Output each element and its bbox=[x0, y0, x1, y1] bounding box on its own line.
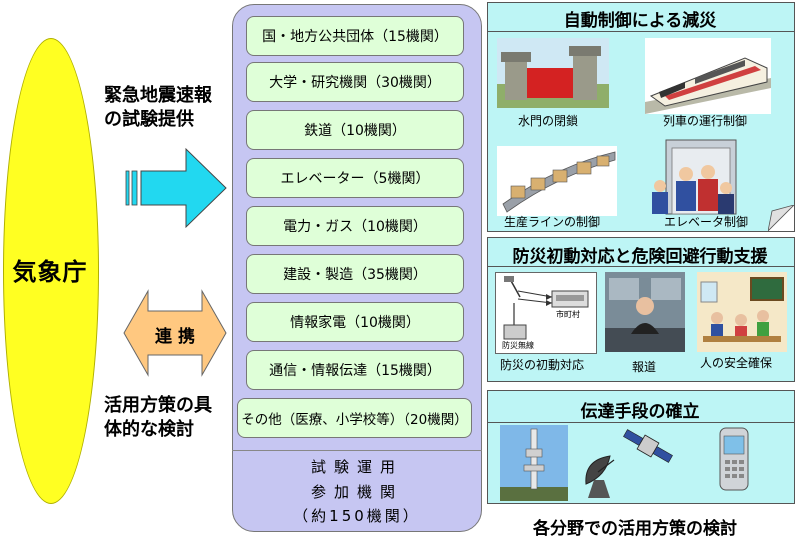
cooperation-label: 連 携 bbox=[155, 327, 195, 347]
org-box-home-appliances: 情報家電（10機関） bbox=[246, 302, 464, 342]
trial-provision-line1: 緊急地震速報 bbox=[104, 85, 212, 106]
caption-floodgate: 水門の閉鎖 bbox=[518, 114, 579, 128]
concrete-study-line1: 活用方策の具 bbox=[104, 395, 212, 416]
section-disaster-response-title: 防災初動対応と危険回避行動支援 bbox=[512, 247, 768, 267]
satellite-icon bbox=[623, 429, 673, 463]
jma-oval bbox=[3, 38, 99, 504]
radio-network-icon bbox=[503, 276, 589, 340]
news-broadcast-image-icon bbox=[605, 272, 685, 352]
org-box-universities: 大学・研究機関（30機関） bbox=[246, 62, 464, 102]
jma-label: 気象庁 bbox=[12, 258, 88, 286]
panel-footer-line1: 試験運用 bbox=[310, 458, 403, 476]
section-disaster-response-rule bbox=[487, 266, 794, 267]
caption-news: 報道 bbox=[632, 360, 657, 374]
bottom-caption: 各分野での活用方策の検討 bbox=[533, 519, 737, 539]
caption-safety: 人の安全確保 bbox=[700, 356, 773, 370]
floodgate-image-icon bbox=[497, 38, 609, 108]
caption-elevator-control: エレベータ制御 bbox=[664, 215, 749, 229]
org-box-power-gas: 電力・ガス（10機関） bbox=[246, 206, 464, 246]
concrete-study-line2: 体的な検討 bbox=[104, 419, 194, 440]
train-image-icon bbox=[645, 38, 771, 114]
radio-label: 防災無線 bbox=[502, 341, 534, 350]
section-auto-control-title: 自動制御による減災 bbox=[563, 11, 717, 31]
production-line-image-icon bbox=[497, 146, 617, 216]
org-box-construction: 建設・製造（35機関） bbox=[246, 254, 464, 294]
caption-production-line: 生産ラインの制御 bbox=[504, 215, 601, 229]
org-box-railway: 鉄道（10機関） bbox=[246, 110, 464, 150]
section-communication-title: 伝達手段の確立 bbox=[580, 402, 700, 422]
mobile-phone-icon bbox=[719, 427, 749, 491]
trial-provision-text: 緊急地震速報 の試験提供 bbox=[104, 84, 212, 132]
org-box-others: その他（医療、小学校等）（20機関） bbox=[237, 398, 472, 438]
section-auto-control-rule bbox=[487, 31, 794, 32]
panel-footer-line2: 参加機関 bbox=[310, 483, 403, 501]
classroom-image-icon bbox=[697, 272, 787, 352]
satellite-dish-icon bbox=[585, 455, 615, 498]
org-box-local-government: 国・地方公共団体（15機関） bbox=[246, 16, 464, 56]
panel-divider bbox=[232, 450, 482, 451]
org-box-communication: 通信・情報伝達（15機関） bbox=[246, 350, 464, 390]
org-box-elevator: エレベーター（5機関） bbox=[246, 158, 464, 198]
city-hall-label: 市町村 bbox=[556, 310, 580, 319]
folded-corner-icon bbox=[768, 205, 794, 231]
provision-arrow-icon bbox=[125, 147, 227, 229]
cooperation-arrow-icon bbox=[123, 289, 227, 377]
section-communication-rule bbox=[487, 422, 794, 423]
caption-train-control: 列車の運行制御 bbox=[663, 114, 748, 128]
initial-response-diagram bbox=[495, 272, 597, 354]
caption-initial-response: 防災の初動対応 bbox=[500, 358, 585, 372]
panel-footer-line3: （約150機関） bbox=[293, 507, 421, 525]
trial-provision-line2: の試験提供 bbox=[104, 109, 194, 130]
elevator-image-icon bbox=[652, 139, 737, 215]
concrete-study-text: 活用方策の具 体的な検討 bbox=[104, 394, 212, 442]
broadcast-tower-image-icon bbox=[500, 425, 568, 501]
